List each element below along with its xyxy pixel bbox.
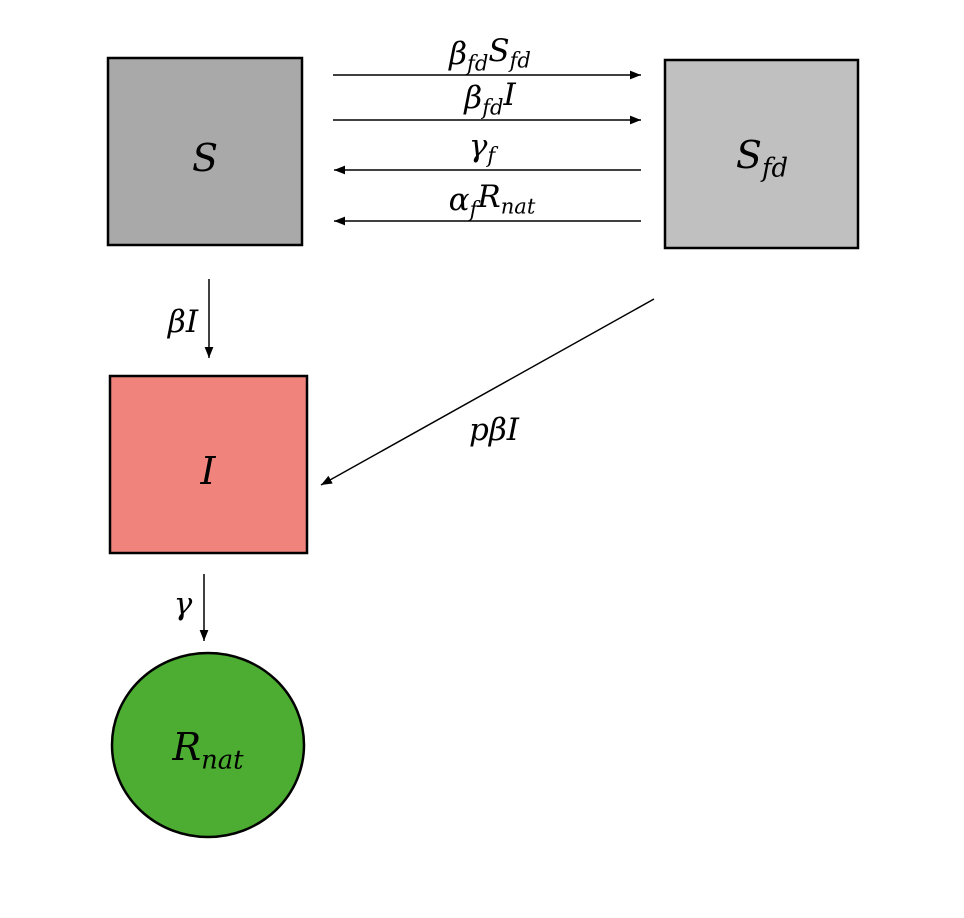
node-sfd-label: Sfd	[736, 133, 788, 183]
edge-sfd-to-s-2-label: αfRnat	[449, 179, 536, 222]
edge-sfd-to-i	[320, 298, 655, 486]
node-i	[108, 374, 309, 555]
edge-s-to-sfd-2-label: βfdI	[463, 77, 516, 120]
node-rnat	[110, 651, 306, 839]
node-sfd	[663, 58, 860, 250]
node-rnat-label: Rnat	[171, 725, 244, 775]
edge-s-to-i-label: βI	[167, 304, 199, 340]
node-s	[106, 56, 304, 247]
edge-sfd-to-s-1-label: γf	[469, 128, 499, 168]
edge-s-to-sfd-1-label: βfdSfd	[448, 33, 531, 76]
edge-sfd-to-i-label: pβI	[469, 412, 520, 448]
edge-i-to-rnat-label: γ	[174, 586, 193, 622]
node-s-label: S	[192, 136, 218, 180]
node-i-label: I	[199, 449, 216, 493]
